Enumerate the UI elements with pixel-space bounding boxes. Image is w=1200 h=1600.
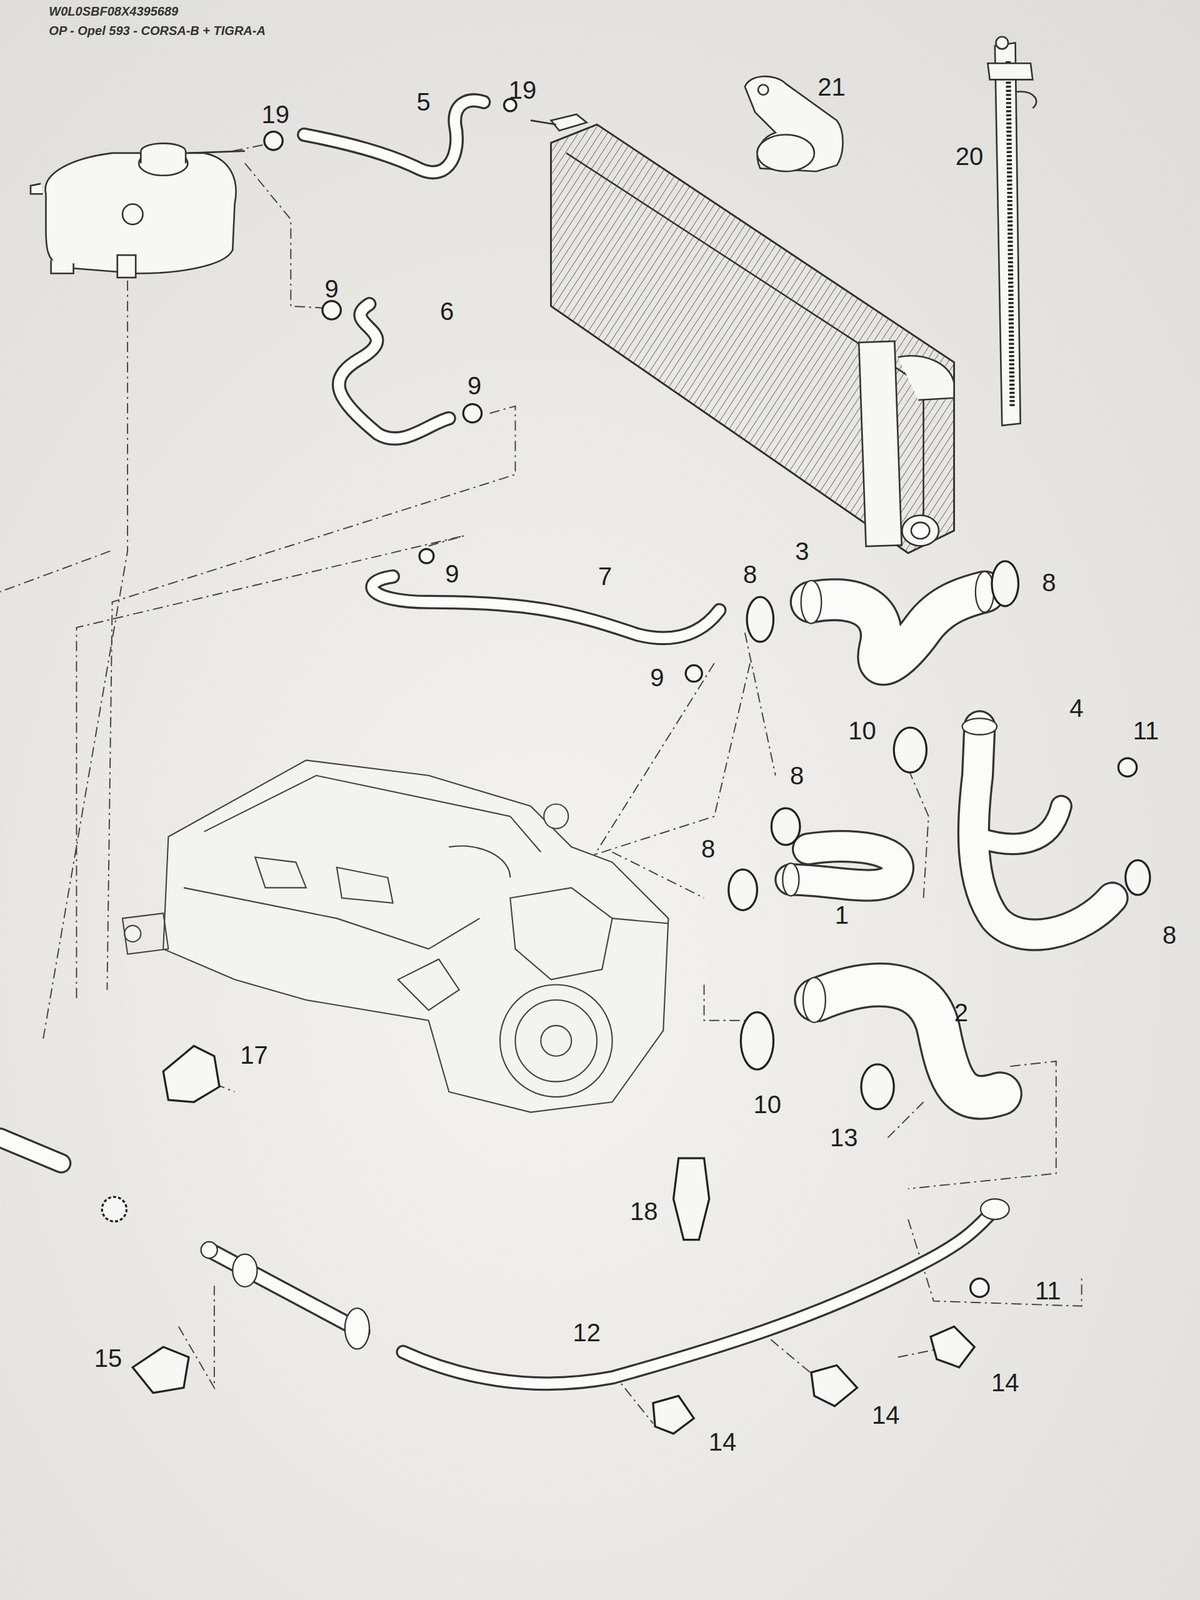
callout-number: 3 (792, 537, 812, 565)
callout-number: 12 (570, 1318, 604, 1347)
callout-number: 8 (698, 835, 718, 863)
callout-number: 10 (751, 1090, 785, 1119)
callout-number: 14 (706, 1428, 740, 1456)
callout-number: 4 (1066, 694, 1086, 722)
hose-clamps (101, 98, 1150, 1434)
callout-number: 8 (787, 761, 807, 790)
callout-number: 9 (465, 371, 484, 400)
callout-number: 7 (595, 562, 615, 590)
expansion-tank (30, 143, 245, 278)
callout-number: 2 (951, 998, 971, 1027)
callout-number: 19 (259, 100, 293, 129)
callout-number: 18 (627, 1197, 661, 1225)
header-text: W0L0SBF08X4395689 (48, 5, 179, 18)
header-text: OP - Opel 593 - CORSA-B + TIGRA-A (48, 24, 266, 37)
callout-number: 1 (832, 901, 852, 929)
callout-number: 11 (1032, 1276, 1064, 1305)
callout-number: 8 (1039, 568, 1059, 597)
engine-block (122, 760, 669, 1112)
callout-number: 20 (953, 142, 987, 170)
callout-number: 8 (740, 560, 760, 589)
callout-number: 19 (506, 76, 540, 104)
leader-lines (0, 145, 1082, 1424)
callout-number: 5 (413, 88, 433, 116)
callout-number: 8 (1160, 921, 1179, 949)
callout-number: 15 (91, 1344, 125, 1372)
callout-number: 9 (321, 275, 341, 303)
callout-number: 11 (1130, 716, 1162, 745)
radiator (530, 114, 955, 554)
callout-number: 14 (988, 1368, 1022, 1397)
callout-number: 13 (827, 1123, 861, 1152)
callout-number: 9 (647, 663, 667, 692)
callout-number: 9 (442, 560, 462, 588)
callout-number: 21 (815, 73, 849, 101)
callout-number: 14 (869, 1401, 903, 1429)
callout-number: 17 (237, 1041, 271, 1069)
hoses (0, 100, 1113, 1384)
callout-number: 6 (437, 297, 457, 325)
seal-strip (987, 36, 1037, 426)
callout-number: 10 (845, 716, 879, 745)
